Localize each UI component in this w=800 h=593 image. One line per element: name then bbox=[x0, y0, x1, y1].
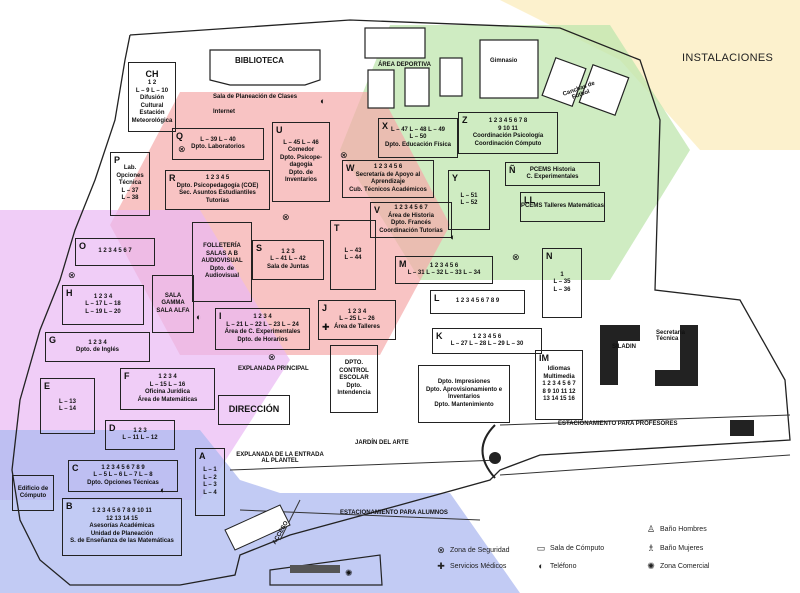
security-zone-icon: ⊗ bbox=[512, 252, 520, 262]
women-restroom-icon: ♗ bbox=[646, 543, 656, 553]
estacionamiento-profesores-label: ESTACIONAMIENTO PARA PROFESORES bbox=[558, 421, 678, 427]
men-restroom-icon: ♙ bbox=[646, 524, 656, 534]
biblioteca-label: BIBLIOTECA bbox=[235, 56, 284, 65]
telephone-icon: ◐ bbox=[320, 96, 326, 106]
sala-planeacion-label: Sala de Planeación de Clases bbox=[213, 94, 298, 100]
legend-commercial: ✺Zona Comercial bbox=[647, 561, 710, 571]
zone-pink bbox=[0, 210, 290, 500]
legend-telephone: ◐Teléfono bbox=[536, 561, 576, 571]
zone-blue bbox=[0, 430, 520, 593]
internet-label: Internet bbox=[213, 109, 236, 115]
gimnasio-label: Gimnasio bbox=[490, 58, 518, 64]
campus-outline bbox=[11, 19, 791, 586]
legend-security: ⊗Zona de Seguridad bbox=[437, 545, 510, 555]
commercial-zone-icon: ✺ bbox=[345, 568, 353, 578]
security-zone-icon: ⊗ bbox=[340, 150, 348, 160]
legend-men: ♙Baño Hombres bbox=[646, 524, 707, 534]
telephone-icon: ◐ bbox=[196, 312, 202, 322]
legend-computo: ▭Sala de Cómputo bbox=[536, 543, 605, 553]
legend-women: ♗Baño Mujeres bbox=[646, 543, 704, 553]
area-deportiva-label: ÁREA DEPORTIVA bbox=[378, 62, 432, 68]
security-zone-icon: ⊗ bbox=[178, 144, 186, 154]
security-zone-icon: ⊗ bbox=[437, 545, 445, 555]
map-title: INSTALACIONES bbox=[682, 52, 774, 64]
explanada-principal-label: EXPLANADA PRINCIPAL bbox=[238, 366, 309, 372]
siladin-label: SILADIN bbox=[612, 344, 636, 350]
building-direccion: DIRECCIÓN bbox=[218, 395, 290, 425]
medical-services-icon: ✚ bbox=[437, 561, 445, 571]
security-zone-icon: ⊗ bbox=[282, 212, 290, 222]
building-computo: Edificio de Cómputo bbox=[12, 475, 54, 511]
secretaria-tecnica-label: Secretaría Técnica bbox=[656, 330, 686, 342]
medical-services-icon: ✚ bbox=[322, 322, 330, 332]
telephone-icon: ◐ bbox=[450, 232, 456, 242]
telephone-icon: ◐ bbox=[160, 485, 166, 495]
security-zone-icon: ⊗ bbox=[268, 352, 276, 362]
security-zone-icon: ⊗ bbox=[68, 270, 76, 280]
estacionamiento-alumnos-label: ESTACIONAMIENTO PARA ALUMNOS bbox=[340, 510, 448, 516]
explanada-entrada-label: EXPLANADA DE LA ENTRADA AL PLANTEL bbox=[236, 452, 324, 464]
legend-medical: ✚Servicios Médicos bbox=[437, 561, 507, 571]
commercial-zone-icon: ✺ bbox=[647, 561, 655, 571]
jardin-label: JARDÍN DEL ARTE bbox=[355, 440, 409, 446]
telephone-icon: ◐ bbox=[538, 561, 544, 571]
computer-room-icon: ▭ bbox=[536, 543, 546, 553]
